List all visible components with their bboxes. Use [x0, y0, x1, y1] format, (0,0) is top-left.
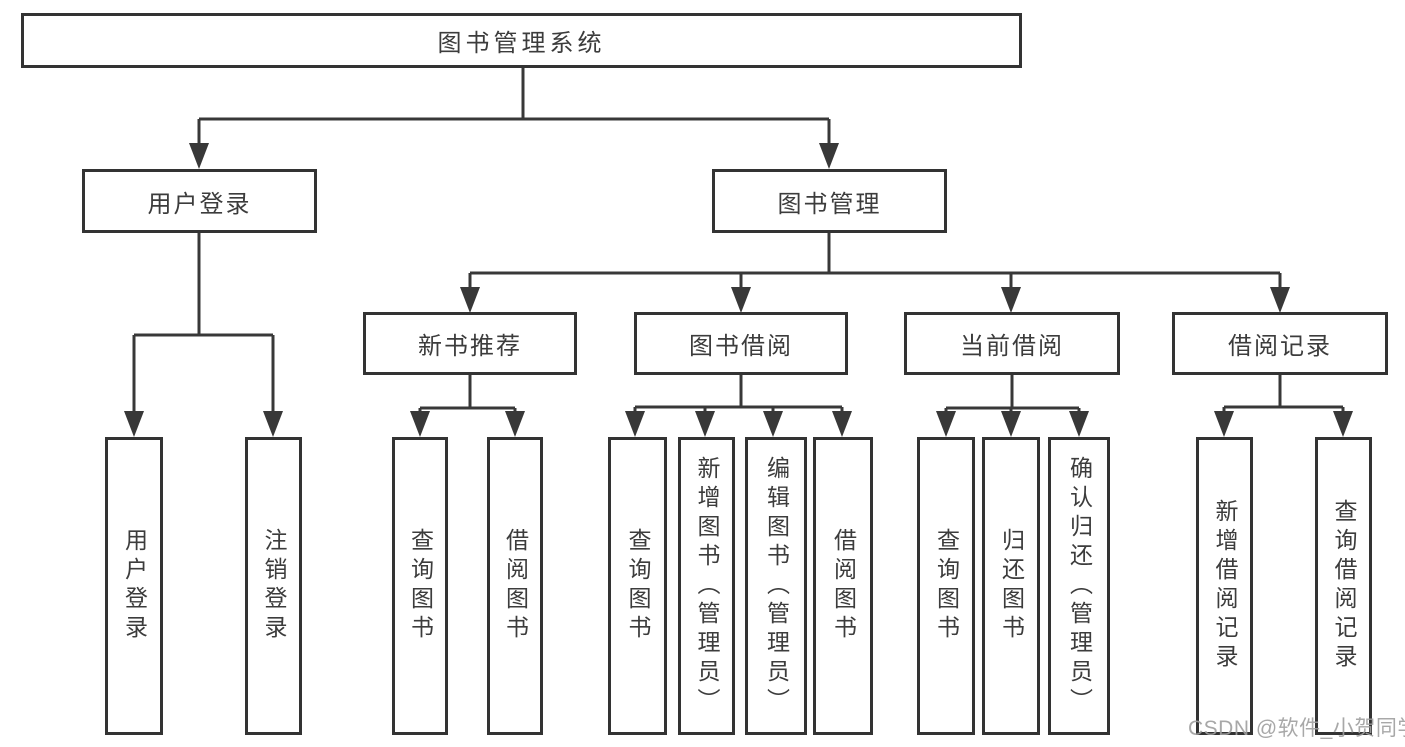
connector-book-management-children — [460, 233, 1290, 313]
node-leaf-query-book-current: 查询图书 — [917, 437, 975, 735]
node-current-borrow-label: 当前借阅 — [960, 333, 1064, 360]
node-leaf-user-login-label: 用户登录 — [121, 528, 148, 644]
connector-new-book-children — [410, 374, 525, 437]
node-leaf-query-book-current-label: 查询图书 — [933, 528, 960, 644]
node-borrow-record-label: 借阅记录 — [1228, 333, 1332, 360]
node-user-login-label: 用户登录 — [147, 190, 252, 218]
node-leaf-user-login: 用户登录 — [105, 437, 163, 735]
node-root-system-label: 图书管理系统 — [437, 30, 606, 57]
node-leaf-borrow-book-recommend: 借阅图书 — [487, 437, 543, 735]
node-new-book-recommend: 新书推荐 — [363, 312, 577, 375]
connector-borrow-record-children — [1214, 374, 1353, 437]
node-leaf-query-borrow-record-label: 查询借阅记录 — [1331, 499, 1357, 673]
node-leaf-add-borrow-record-label: 新增借阅记录 — [1212, 499, 1238, 673]
node-leaf-return-book: 归还图书 — [982, 437, 1040, 735]
node-user-login: 用户登录 — [82, 169, 317, 233]
node-leaf-logout: 注销登录 — [245, 437, 302, 735]
node-leaf-borrow-book-label: 借阅图书 — [830, 528, 857, 644]
node-leaf-query-book-borrow-label: 查询图书 — [625, 528, 651, 644]
connector-user-login-children — [124, 233, 283, 437]
node-leaf-query-book-recommend-label: 查询图书 — [407, 528, 434, 644]
node-book-borrow: 图书借阅 — [634, 312, 848, 375]
node-leaf-return-book-label: 归还图书 — [998, 528, 1025, 644]
node-root-system: 图书管理系统 — [21, 13, 1022, 68]
node-borrow-record: 借阅记录 — [1172, 312, 1388, 375]
node-leaf-confirm-return-admin: 确认归还（管理员） — [1048, 437, 1110, 735]
node-book-management-label: 图书管理 — [777, 190, 882, 218]
csdn-watermark: CSDN @软件_小贺同学 — [1188, 717, 1405, 740]
node-leaf-query-book-recommend: 查询图书 — [392, 437, 448, 735]
node-new-book-recommend-label: 新书推荐 — [418, 333, 522, 360]
node-leaf-borrow-book-recommend-label: 借阅图书 — [502, 528, 529, 644]
node-leaf-add-borrow-record: 新增借阅记录 — [1196, 437, 1253, 735]
node-leaf-confirm-return-admin-label: 确认归还（管理员） — [1066, 455, 1093, 717]
node-current-borrow: 当前借阅 — [904, 312, 1120, 375]
node-book-management: 图书管理 — [712, 169, 947, 233]
node-book-borrow-label: 图书借阅 — [689, 333, 793, 360]
node-leaf-query-borrow-record: 查询借阅记录 — [1315, 437, 1372, 735]
node-leaf-add-book-admin-label: 新增图书（管理员） — [694, 455, 720, 717]
connector-book-borrow-children — [625, 374, 852, 437]
node-leaf-query-book-borrow: 查询图书 — [608, 437, 667, 735]
node-leaf-borrow-book: 借阅图书 — [813, 437, 873, 735]
node-leaf-edit-book-admin-label: 编辑图书（管理员） — [763, 455, 790, 717]
node-leaf-logout-label: 注销登录 — [261, 528, 287, 644]
connector-current-borrow-children — [936, 374, 1089, 437]
node-leaf-edit-book-admin: 编辑图书（管理员） — [745, 437, 807, 735]
connector-root-to-level2 — [189, 68, 839, 169]
node-leaf-add-book-admin: 新增图书（管理员） — [678, 437, 735, 735]
